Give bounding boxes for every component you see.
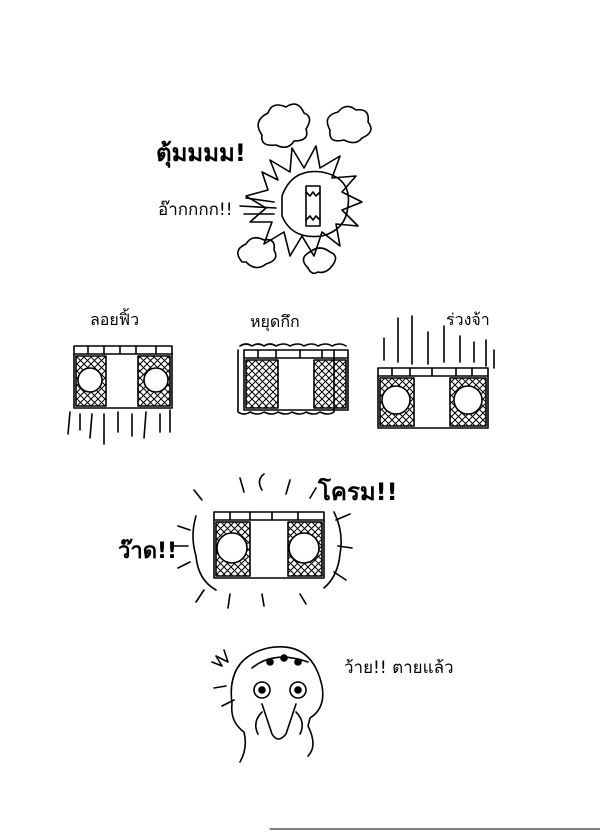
left-eye <box>253 681 271 699</box>
fall-panel <box>377 315 495 429</box>
dead-line-text: ว้าย!! ตายแล้ว <box>344 658 454 678</box>
sfx-big-text: ตุ้มมมม! <box>156 139 246 167</box>
fall-motion-lines <box>383 315 495 369</box>
float-figure <box>73 345 173 409</box>
stop-label: หยุดกึก <box>250 312 300 331</box>
shocked-character-head <box>230 646 324 763</box>
sfx-crash-text: โครม!! <box>318 478 398 506</box>
smoke-puff-left <box>257 103 311 149</box>
smoke-puff-right <box>326 105 372 144</box>
open-mouth <box>305 185 321 227</box>
stop-shake-outline <box>237 343 347 415</box>
float-panel <box>67 345 173 445</box>
headband <box>251 656 309 669</box>
shock-marks <box>211 649 235 707</box>
sfx-smash-text: ว๊าด!! <box>118 539 178 564</box>
impact-outline <box>192 511 342 591</box>
float-motion-lines <box>67 409 171 445</box>
burst-spikes <box>245 145 363 257</box>
crash-panel <box>173 473 353 609</box>
smoke-puff-bottom-left <box>237 236 277 269</box>
fall-figure <box>377 367 489 429</box>
right-eye <box>289 681 307 699</box>
sfx-scream-text: อ๊ากกกก!! <box>158 200 233 220</box>
speed-lines <box>239 197 277 215</box>
smoke-puff-bottom-right <box>302 247 337 275</box>
fall-label: ร่วงจ้า <box>446 310 490 329</box>
teeth <box>305 191 321 221</box>
float-label: ลอยฟิ้ว <box>90 310 140 329</box>
crash-figure <box>213 511 325 579</box>
hands-on-face <box>254 703 304 740</box>
screaming-face <box>281 170 350 238</box>
stop-panel <box>237 343 349 415</box>
impact-lines <box>173 473 353 609</box>
explosion-panel <box>237 103 372 275</box>
dead-panel <box>211 646 324 763</box>
stop-figure <box>243 349 349 411</box>
